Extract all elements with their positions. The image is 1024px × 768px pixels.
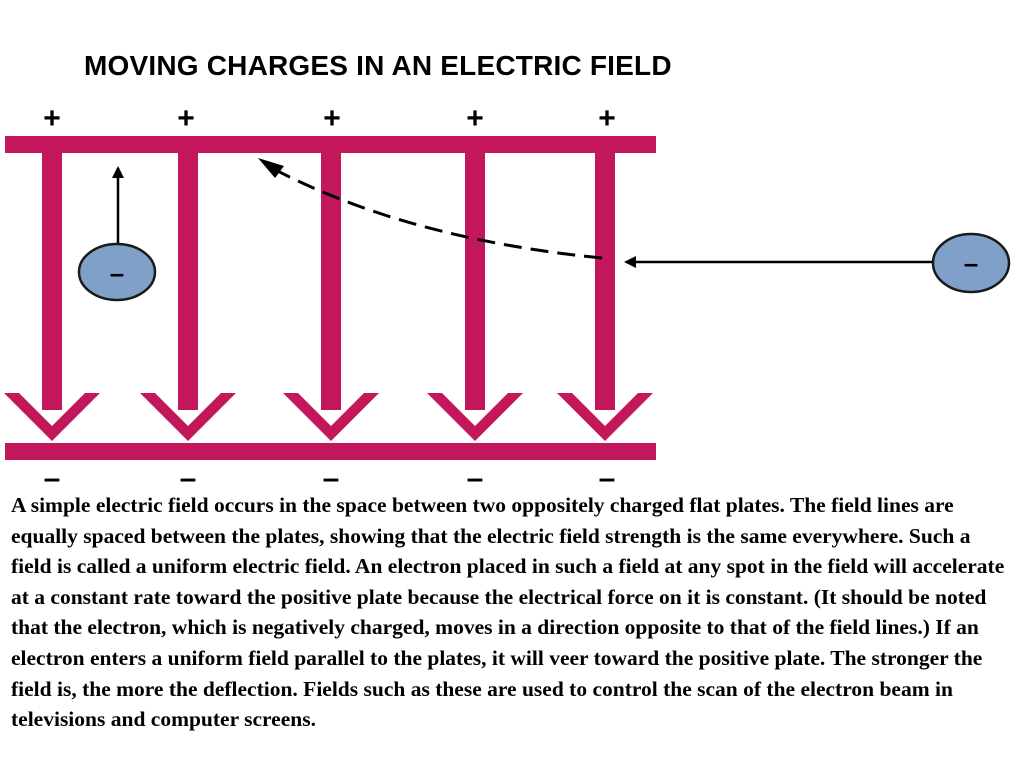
deflection-arrowhead [258,158,284,178]
electron-circle [77,242,157,302]
negative-plate [5,443,656,460]
plus-sign: + [323,102,341,135]
field-line-arrow [4,150,100,441]
description-paragraph: A simple electric field occurs in the sp… [11,493,1005,732]
negative-signs: – – – – – [44,462,616,490]
electric-field-diagram: + + + + + – – – [4,102,1011,490]
minus-sign: – [599,462,616,490]
electron-sign: – [964,248,978,278]
moving-electron: – [258,158,1011,294]
positive-signs: + + + + + [43,102,616,135]
field-line-arrow [427,150,523,441]
plus-sign: + [177,102,195,135]
minus-sign: – [323,462,340,490]
plus-sign: + [598,102,616,135]
minus-sign: – [467,462,484,490]
electron-circle [931,232,1011,294]
page-title: MOVING CHARGES IN AN ELECTRIC FIELD [84,50,672,81]
positive-plate [5,136,656,153]
electron-sign: – [110,258,124,288]
field-line-arrow [140,150,236,441]
minus-sign: – [44,462,61,490]
plus-sign: + [466,102,484,135]
field-line-arrow [557,150,653,441]
stationary-electron: – [77,166,157,302]
minus-sign: – [180,462,197,490]
deflection-path [267,164,603,260]
field-line-arrow [283,150,379,441]
plus-sign: + [43,102,61,135]
field-lines [4,150,653,441]
